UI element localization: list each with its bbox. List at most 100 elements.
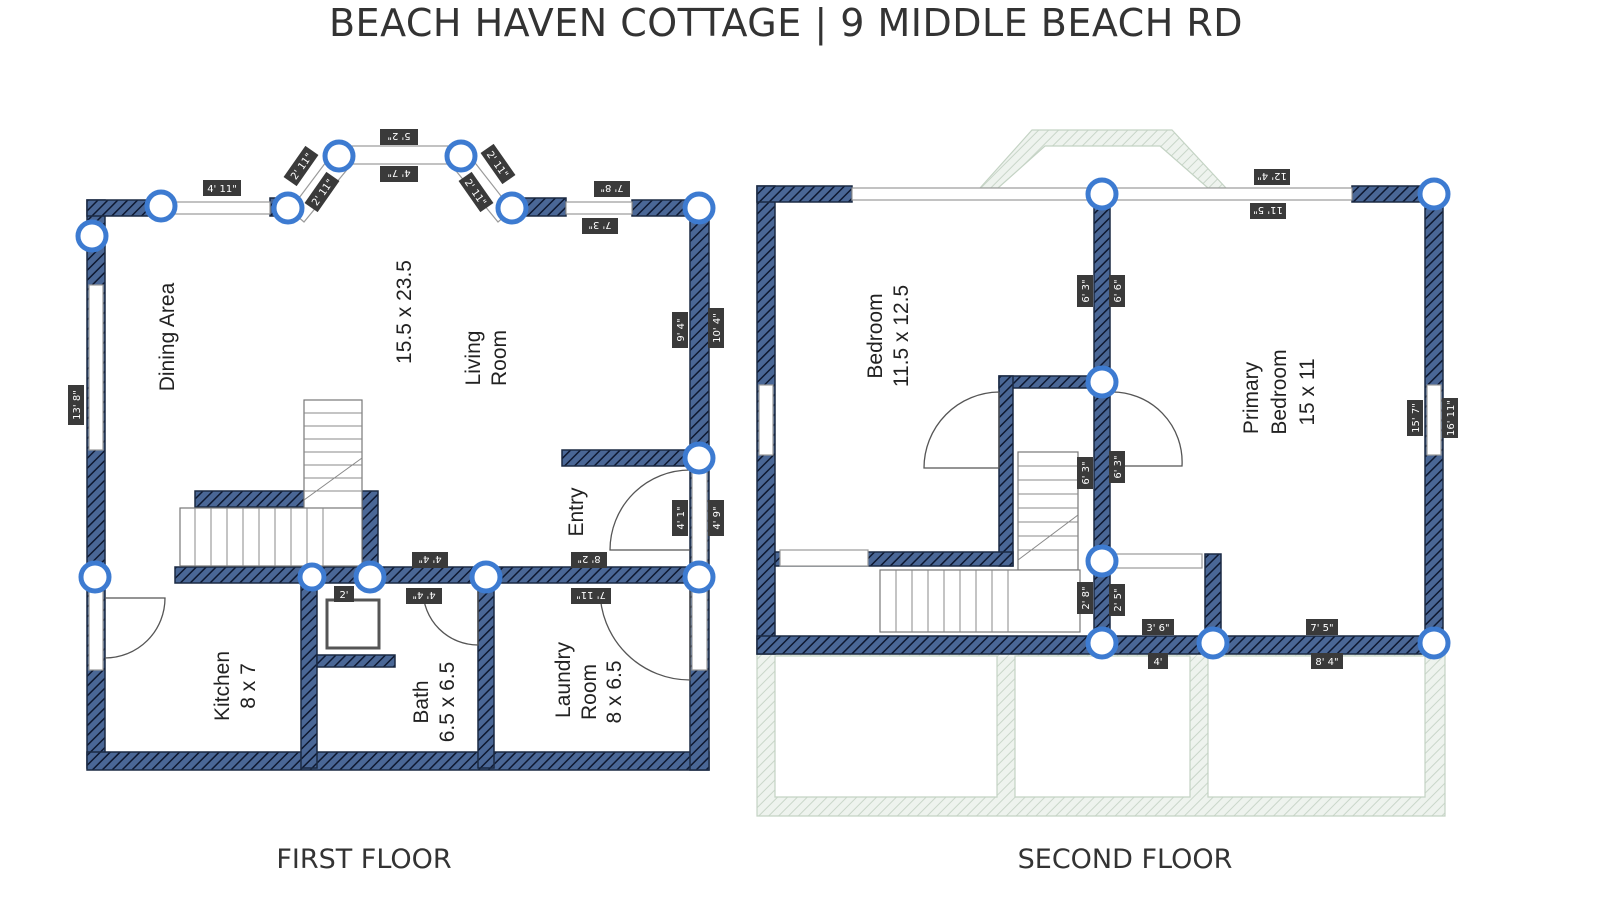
svg-text:4': 4'	[1153, 657, 1162, 668]
window-dining-west	[88, 284, 104, 451]
dim-tag: 8' 4"	[1311, 653, 1343, 669]
wall-north-left-2	[756, 185, 853, 203]
svg-text:16' 11": 16' 11"	[1446, 400, 1457, 436]
dim-tag: 11' 5"	[1250, 203, 1286, 219]
dim-tag: 9' 4"	[672, 312, 688, 348]
second-floor-label: SECOND FLOOR	[1018, 844, 1233, 875]
room-label-laundry-2: Room	[578, 664, 601, 720]
dim-tag: 5' 2"	[380, 129, 418, 145]
svg-text:9' 4": 9' 4"	[676, 318, 687, 341]
dim-tag: 6' 6"	[1109, 275, 1125, 307]
dim-tag: 6' 3"	[1109, 451, 1125, 483]
svg-text:6' 3": 6' 3"	[1081, 461, 1092, 484]
corner-handle[interactable]	[144, 189, 178, 223]
door-entry-east	[691, 469, 708, 566]
corner-handle[interactable]	[271, 191, 305, 225]
room-label-primary-1: Primary	[1240, 361, 1263, 434]
corner-handle[interactable]	[682, 560, 716, 594]
dim-tag: 2' 5"	[1109, 584, 1125, 616]
corner-handle[interactable]	[297, 562, 327, 592]
wall-kitchen-bath	[300, 582, 318, 769]
stairs-upper-2	[1017, 451, 1079, 571]
wall-interior-horizontal	[174, 566, 701, 584]
svg-text:8' 4": 8' 4"	[1315, 657, 1338, 668]
first-floor-plan: Dining Area 15.5 x 23.5 Living Room Entr…	[68, 129, 724, 875]
svg-text:4' 1": 4' 1"	[676, 506, 687, 529]
door-swing-entry	[609, 469, 691, 551]
corner-handle[interactable]	[495, 191, 529, 225]
page-title: BEACH HAVEN COTTAGE | 9 MIDDLE BEACH RD	[329, 1, 1243, 46]
corner-handle[interactable]	[353, 560, 387, 594]
dim-tag: 4' 4"	[412, 552, 448, 568]
svg-text:8' 2": 8' 2"	[577, 553, 600, 564]
window-laundry-east	[691, 584, 708, 671]
dim-tag: 2'	[334, 586, 354, 602]
corner-handle[interactable]	[469, 560, 503, 594]
dim-tag: 2' 8"	[1077, 582, 1093, 614]
svg-text:13' 8": 13' 8"	[72, 390, 83, 420]
wall-stair-top	[194, 490, 306, 508]
dim-tag: 16' 11"	[1442, 398, 1458, 438]
dim-tag: 4'	[1148, 653, 1168, 669]
second-floor-corner-handles	[1085, 177, 1451, 660]
svg-text:6' 6": 6' 6"	[1113, 279, 1124, 302]
svg-text:7' 3": 7' 3"	[588, 219, 611, 230]
door-swing-laundry	[599, 589, 691, 681]
wall-hall-left	[998, 375, 1014, 567]
room-label-living-2: Room	[488, 330, 511, 386]
svg-text:3' 6": 3' 6"	[1146, 623, 1169, 634]
corner-handle[interactable]	[682, 441, 716, 475]
dim-tag: 7' 5"	[1306, 619, 1338, 635]
room-size-primary: 15 x 11	[1296, 358, 1319, 425]
dim-tag: 3' 6"	[1142, 619, 1174, 635]
window-primary-east	[1426, 384, 1442, 456]
room-size-laundry: 8 x 6.5	[603, 660, 626, 723]
dim-tag: 7' 8"	[594, 181, 630, 197]
corner-handle[interactable]	[1085, 544, 1119, 578]
corner-handle[interactable]	[78, 560, 112, 594]
window-living-north	[565, 201, 633, 215]
dim-tag: 12' 4"	[1254, 169, 1290, 185]
room-size-kitchen: 8 x 7	[237, 663, 260, 709]
dim-tag: 4' 4"	[406, 588, 442, 604]
corner-handle[interactable]	[322, 139, 356, 173]
svg-text:7' 8": 7' 8"	[600, 182, 623, 193]
window-dining-north	[166, 201, 271, 215]
window-bedroom-south	[779, 549, 869, 567]
svg-text:10' 4": 10' 4"	[712, 313, 723, 343]
room-size-bath: 6.5 x 6.5	[436, 662, 459, 743]
svg-text:4' 4": 4' 4"	[418, 553, 441, 564]
corner-handle[interactable]	[1417, 626, 1451, 660]
dim-tag: 8' 2"	[571, 552, 607, 568]
room-label-kitchen: Kitchen	[211, 651, 234, 721]
room-label-primary-2: Bedroom	[1268, 349, 1291, 434]
door-swing-primary	[1109, 391, 1183, 467]
dim-tag: 7' 3"	[582, 218, 618, 234]
dim-tag: 6' 3"	[1077, 457, 1093, 489]
corner-handle[interactable]	[1417, 177, 1451, 211]
wall-closet	[316, 654, 396, 668]
corner-handle[interactable]	[1196, 626, 1230, 660]
room-label-entry: Entry	[565, 487, 588, 537]
window-bedroom-west	[758, 384, 774, 456]
corner-handle[interactable]	[1085, 177, 1119, 211]
dim-tag: 7' 11"	[571, 588, 611, 604]
dim-tag: 4' 7"	[380, 166, 418, 182]
dim-tag: 4' 9"	[708, 500, 724, 536]
room-label-bedroom: Bedroom	[864, 293, 887, 378]
corner-handle[interactable]	[75, 219, 109, 253]
svg-text:7' 5": 7' 5"	[1310, 623, 1333, 634]
dim-tag: 4' 11"	[203, 180, 241, 196]
svg-text:5' 2": 5' 2"	[387, 130, 410, 141]
stairs-lower	[179, 507, 363, 567]
closet-box	[325, 598, 381, 650]
corner-handle[interactable]	[1085, 365, 1119, 399]
corner-handle[interactable]	[444, 139, 478, 173]
corner-handle[interactable]	[682, 191, 716, 225]
corner-handle[interactable]	[1085, 626, 1119, 660]
second-floor-plan: Bedroom 11.5 x 12.5 Primary Bedroom 15 x…	[756, 129, 1458, 875]
svg-text:4' 4": 4' 4"	[412, 589, 435, 600]
room-label-dining: Dining Area	[156, 282, 179, 391]
room-label-living-1: Living	[462, 331, 485, 386]
